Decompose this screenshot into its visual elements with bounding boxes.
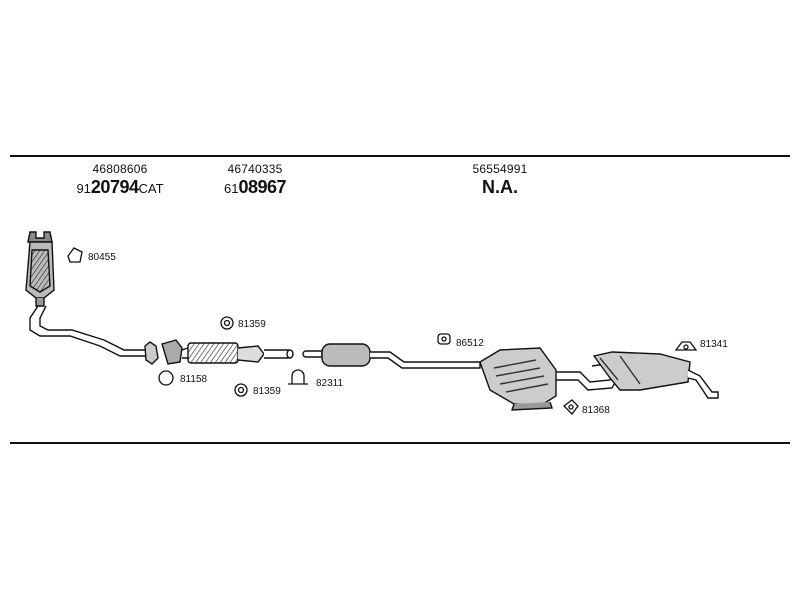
front-silencer-icon <box>161 339 294 365</box>
callout-81368: 81368 <box>582 405 610 416</box>
ref-prefix: 91 <box>76 181 91 196</box>
front-pipe-icon <box>29 305 159 365</box>
callout-81341: 81341 <box>700 339 728 350</box>
part-number: 56554991 <box>472 162 528 176</box>
callout-81359-top: 81359 <box>238 319 266 330</box>
callout-80455: 80455 <box>88 252 116 263</box>
middle-silencer-icon <box>302 343 481 369</box>
callout-81359-bottom: 81359 <box>253 386 281 397</box>
ref-main: N.A. <box>482 177 518 197</box>
bottom-divider <box>10 442 790 444</box>
callout-81158: 81158 <box>180 374 208 385</box>
catalog-reference: 9120794CAT <box>60 177 180 198</box>
part-number: 46808606 <box>92 162 148 176</box>
catalytic-converter-icon <box>25 231 55 307</box>
sealing-ring-icon <box>158 370 174 386</box>
tail-silencer-icon <box>592 351 719 399</box>
catalog-reference: N.A. <box>450 177 550 198</box>
top-divider <box>10 155 790 157</box>
catalytic-converter-group: 46808606 9120794CAT <box>60 162 180 198</box>
catalog-reference: 6108967 <box>200 177 310 198</box>
ref-main: 20794 <box>90 177 139 197</box>
rear-section-group: 56554991 N.A. <box>450 162 550 198</box>
hanger-rubber-icon <box>674 341 698 351</box>
front-silencer-group: 46740335 6108967 <box>200 162 310 198</box>
ref-main: 08967 <box>238 177 287 197</box>
u-clamp-icon <box>288 369 308 385</box>
ref-suffix: CAT <box>138 181 164 196</box>
gasket-ring-icon <box>67 247 83 263</box>
mounting-bracket-icon <box>563 399 579 415</box>
callout-82311: 82311 <box>316 378 344 389</box>
rubber-mount-icon <box>437 333 451 345</box>
clamp-nut-icon <box>220 316 234 330</box>
part-number: 46740335 <box>227 162 283 176</box>
callout-86512: 86512 <box>456 338 484 349</box>
ref-prefix: 61 <box>223 181 239 196</box>
clamp-nut-icon <box>234 383 248 397</box>
